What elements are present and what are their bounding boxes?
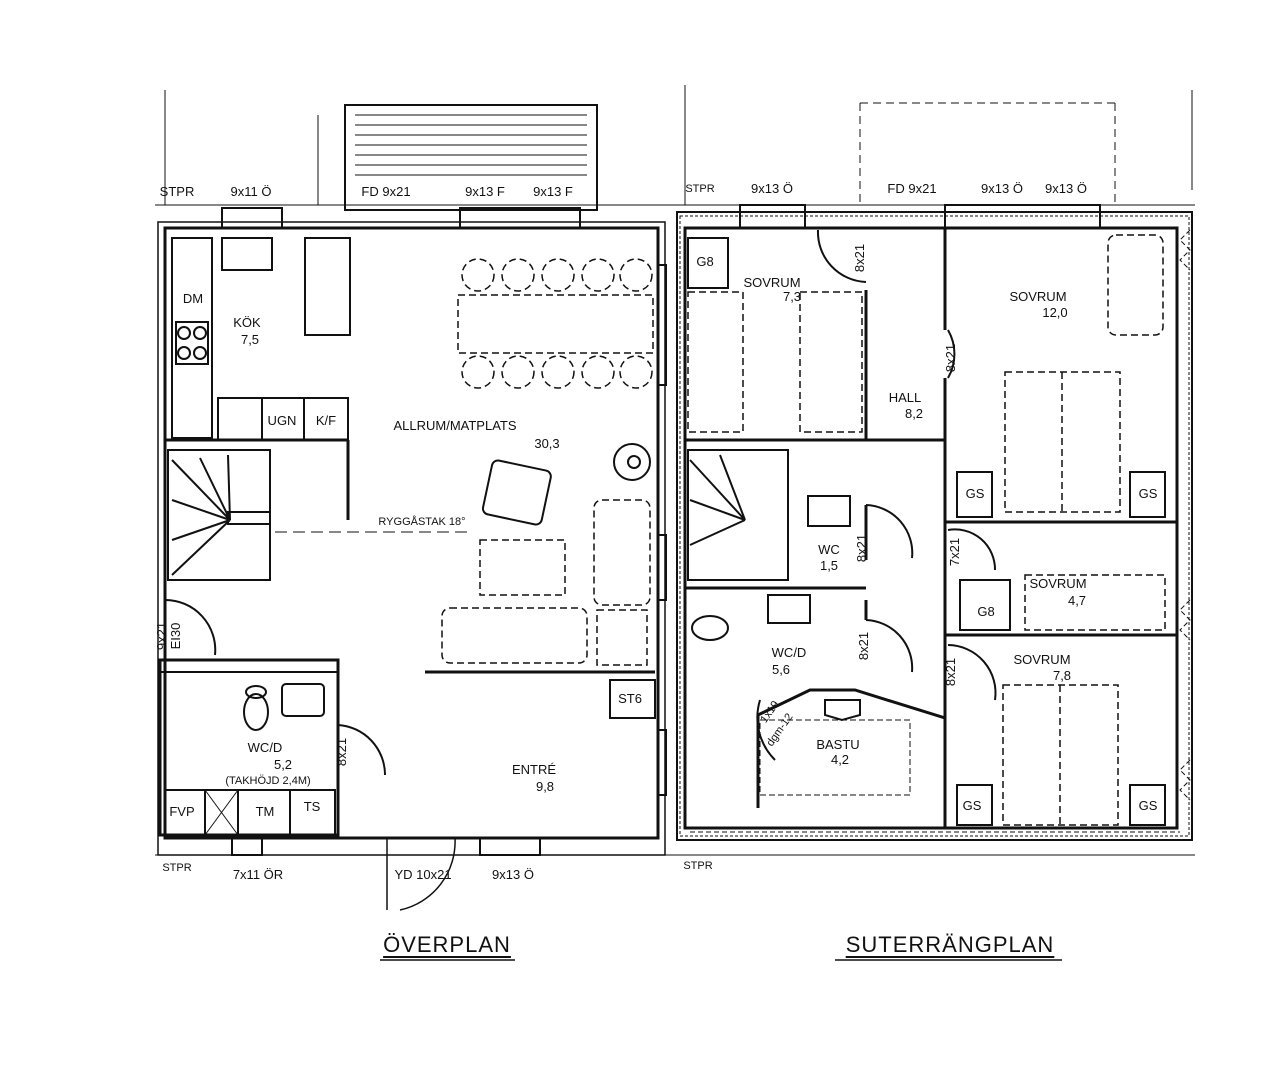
bedroom-3-area: 4,7 <box>1067 593 1087 608</box>
bath-door-size: 8x21 <box>334 737 349 767</box>
roof-note: RYGGÅSTAK 18° <box>378 516 466 528</box>
washer-label: TM <box>255 804 275 819</box>
wardrobe-gs-label: GS <box>1138 798 1158 813</box>
dishwasher-label: DM <box>182 291 204 306</box>
lower-window-label: 9x13 Ö <box>751 181 793 196</box>
bedroom-1-area: 7,3 <box>782 289 802 304</box>
living-room-name: ALLRUM/MATPLATS <box>393 418 517 433</box>
upper-window-label: 9x13 F <box>465 184 505 199</box>
sauna-name: BASTU <box>816 737 860 752</box>
side-door-size: 9x21 <box>154 621 169 651</box>
reference-lines <box>155 85 1195 856</box>
oven-label: UGN <box>267 413 297 428</box>
lower-stpr-top: STPR <box>685 183 715 195</box>
wardrobe-g8-label: G8 <box>977 604 995 619</box>
side-door-class: EI30 <box>168 622 183 650</box>
lower-window-label: 9x13 Ö <box>1045 181 1087 196</box>
upper-window-label: 9x13 F <box>533 184 573 199</box>
dryer-label: TS <box>303 799 321 814</box>
front-door-label: YD 10x21 <box>394 867 452 882</box>
sauna-area: 4,2 <box>830 752 850 767</box>
lower-stpr-bottom: STPR <box>683 860 713 872</box>
upper-stpr-bottom: STPR <box>162 862 192 874</box>
bedroom-1-name: SOVRUM <box>743 275 801 290</box>
kitchen-name: KÖK <box>233 315 261 330</box>
upper-bottom-window-label: 9x13 Ö <box>492 867 534 882</box>
lower-patio-door-label: FD 9x21 <box>887 181 937 196</box>
door-size: 8x21 <box>943 343 958 373</box>
door-size: 8x21 <box>852 243 867 273</box>
upper-plan-walls <box>157 104 667 911</box>
door-size: 8x21 <box>943 657 958 687</box>
lower-window-label: 9x13 Ö <box>981 181 1023 196</box>
upper-stpr-top: STPR <box>159 184 195 199</box>
lower-plan-walls <box>676 204 1193 841</box>
lower-plan-title: SUTERRÄNGPLAN <box>845 932 1055 957</box>
wardrobe-gs-label: GS <box>965 486 985 501</box>
door-size: 8x21 <box>854 533 869 563</box>
upper-window-label: 9x11 Ö <box>230 184 272 199</box>
upper-balcony-door-label: FD 9x21 <box>361 184 411 199</box>
fridge-freezer-label: K/F <box>315 413 337 428</box>
entry-name: ENTRÉ <box>511 762 557 777</box>
wardrobe-gs-label: GS <box>1138 486 1158 501</box>
wardrobe-label: ST6 <box>618 691 642 706</box>
upper-bottom-window-label: 7x11 ÖR <box>232 867 284 882</box>
bedroom-3-name: SOVRUM <box>1029 576 1087 591</box>
hall-area: 8,2 <box>904 406 924 421</box>
lower-bath-area: 5,6 <box>771 662 791 677</box>
entry-area: 9,8 <box>535 779 555 794</box>
bedroom-4-area: 7,8 <box>1052 668 1072 683</box>
lower-bath-name: WC/D <box>771 645 807 660</box>
wc-name: WC <box>818 542 840 557</box>
upper-bath-area: 5,2 <box>273 757 293 772</box>
door-size: 8x21 <box>856 631 871 661</box>
kitchen-area: 7,5 <box>240 332 260 347</box>
living-room-area: 30,3 <box>534 436 560 451</box>
door-size: 7x21 <box>947 537 962 567</box>
wc-area: 1,5 <box>819 558 839 573</box>
bedroom-2-area: 12,0 <box>1042 305 1068 320</box>
wardrobe-gs-label: GS <box>962 798 982 813</box>
upper-plan-title: ÖVERPLAN <box>383 932 511 957</box>
bedroom-4-name: SOVRUM <box>1013 652 1071 667</box>
upper-bath-ceiling-note: (TAKHÖJD 2,4M) <box>225 775 311 787</box>
wardrobe-g8-label: G8 <box>696 254 714 269</box>
hall-name: HALL <box>888 390 922 405</box>
fvp-label: FVP <box>169 804 195 819</box>
upper-bath-name: WC/D <box>247 740 283 755</box>
bedroom-2-name: SOVRUM <box>1009 289 1067 304</box>
